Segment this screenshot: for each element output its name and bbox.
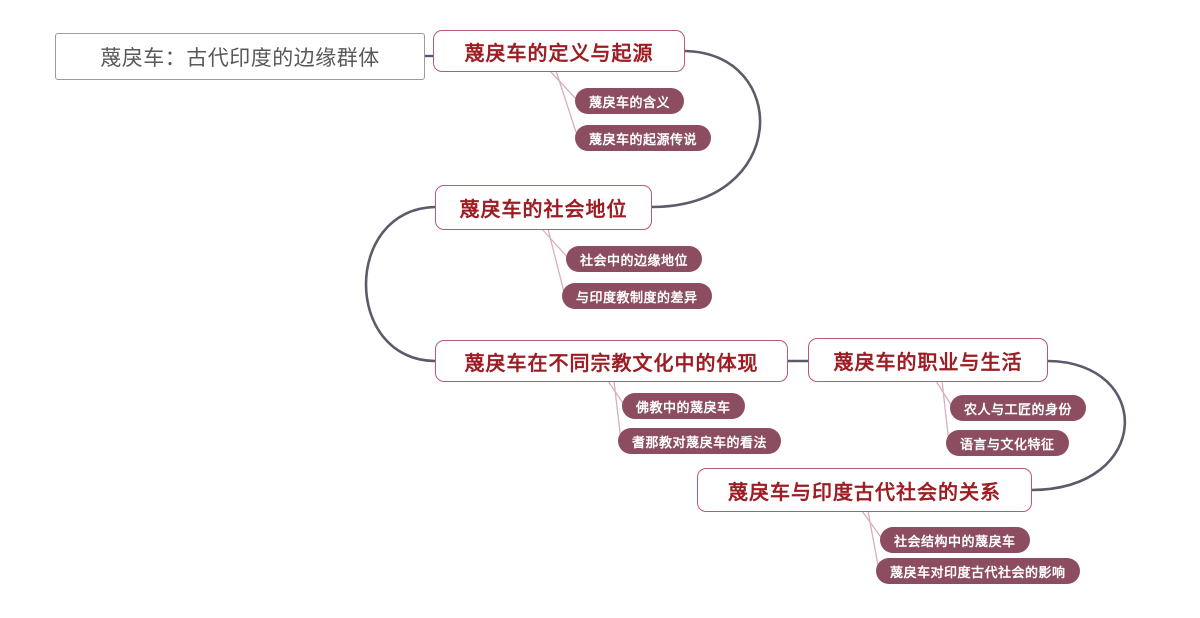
subtopic-node-social-structure[interactable]: 社会结构中的蔑戾车	[880, 527, 1030, 553]
subtopic-label: 蔑戾车的起源传说	[589, 131, 698, 147]
connector-branch2-to-branch3	[364, 205, 437, 363]
subtopic-node-hindu-system-difference[interactable]: 与印度教制度的差异	[562, 283, 712, 309]
subtopic-node-origin-legend[interactable]: 蔑戾车的起源传说	[575, 125, 712, 151]
branch-node-definition-origin[interactable]: 蔑戾车的定义与起源	[433, 30, 685, 72]
branch-node-label: 蔑戾车的定义与起源	[464, 42, 654, 65]
subconnector-branch5-child1	[861, 510, 884, 541]
subtopic-label: 社会中的边缘地位	[580, 252, 689, 268]
subtopic-node-meaning[interactable]: 蔑戾车的含义	[575, 88, 685, 114]
subtopic-node-influence-on-society[interactable]: 蔑戾车对印度古代社会的影响	[876, 558, 1080, 584]
branch-node-label: 蔑戾车在不同宗教文化中的体现	[464, 352, 759, 375]
subconnector-branch1-child1	[549, 70, 579, 102]
subconnector-branch5-child2	[867, 510, 880, 572]
branch-node-occupation-life[interactable]: 蔑戾车的职业与生活	[808, 338, 1048, 382]
subtopic-label: 蔑戾车的含义	[589, 94, 671, 110]
branch-node-religious-culture[interactable]: 蔑戾车在不同宗教文化中的体现	[435, 340, 788, 382]
subconnector-branch1-child2	[555, 70, 579, 139]
subconnector-branch4-child2	[941, 380, 950, 444]
branch-node-label: 蔑戾车的职业与生活	[833, 351, 1023, 374]
subtopic-label: 佛教中的蔑戾车	[636, 399, 731, 415]
connector-branch1-to-branch2	[650, 49, 762, 209]
subtopic-node-jainism-view[interactable]: 耆那教对蔑戾车的看法	[618, 428, 782, 454]
subtopic-node-marginal-status[interactable]: 社会中的边缘地位	[566, 246, 703, 272]
root-node[interactable]: 蔑戾车：古代印度的边缘群体	[55, 33, 425, 80]
subtopic-label: 耆那教对蔑戾车的看法	[632, 434, 768, 450]
branch-node-label: 蔑戾车的社会地位	[459, 199, 628, 221]
connector-branch4-to-branch5	[1030, 359, 1127, 492]
subtopic-node-language-culture[interactable]: 语言与文化特征	[946, 430, 1069, 456]
branch-node-label: 蔑戾车与印度古代社会的关系	[728, 481, 1001, 504]
branch-node-social-status[interactable]: 蔑戾车的社会地位	[435, 185, 652, 230]
subtopic-label: 语言与文化特征	[960, 436, 1055, 452]
subtopic-label: 与印度教制度的差异	[576, 289, 698, 305]
subtopic-node-buddhism[interactable]: 佛教中的蔑戾车	[622, 393, 745, 419]
subtopic-label: 农人与工匠的身份	[964, 401, 1073, 417]
subtopic-label: 社会结构中的蔑戾车	[894, 533, 1016, 549]
subtopic-label: 蔑戾车对印度古代社会的影响	[890, 564, 1066, 580]
subconnector-branch2-child1	[541, 228, 570, 260]
root-node-label: 蔑戾车：古代印度的边缘群体	[100, 46, 380, 70]
subconnector-branch2-child2	[547, 228, 566, 297]
subconnector-branch3-child2	[613, 380, 622, 442]
subtopic-node-farmer-craftsman-identity[interactable]: 农人与工匠的身份	[950, 395, 1087, 421]
branch-node-ancient-society-relation[interactable]: 蔑戾车与印度古代社会的关系	[697, 468, 1032, 512]
